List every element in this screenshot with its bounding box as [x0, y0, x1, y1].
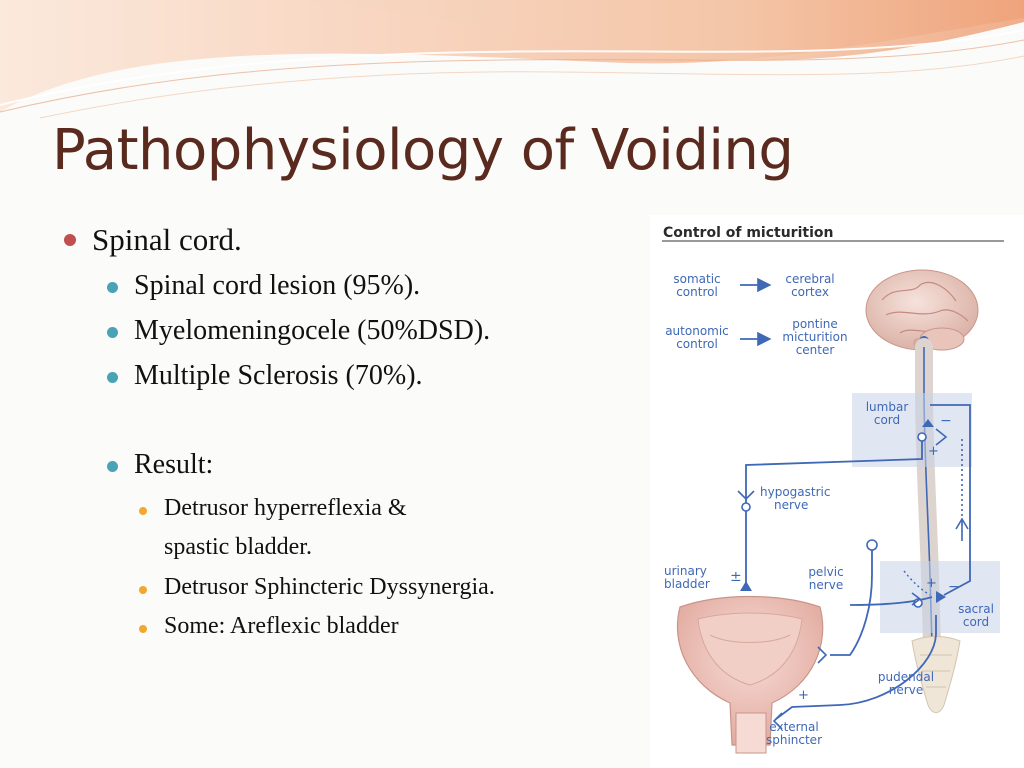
- sacral-minus-sign: −: [948, 579, 960, 595]
- ascending-arrow: [955, 517, 969, 541]
- lumbar-synapse-chevron: [935, 428, 948, 446]
- bullet-dot: [139, 586, 147, 594]
- bullet-spinal-cord: Spinal cord.: [92, 222, 242, 257]
- bullet-dot: [139, 507, 147, 515]
- bullet-areflexic-bladder: Some: Areflexic bladder: [164, 613, 399, 639]
- label-hypogastric-1: hypogastric: [760, 485, 830, 499]
- bullet-detrusor-hyperreflexia-cont: spastic bladder.: [164, 534, 312, 560]
- hypogastric-chevron: [737, 490, 755, 501]
- ascending-loop-nerve: [930, 404, 971, 596]
- lumbar-synapse-circle: [917, 432, 927, 442]
- label-external-2: sphincter: [766, 733, 822, 747]
- label-pudendal-2: nerve: [889, 683, 923, 697]
- sacral-synapse-icon: [936, 591, 946, 603]
- bullet-dot: [139, 625, 147, 633]
- bullet-dot: [64, 234, 76, 246]
- bullet-dot: [107, 327, 118, 338]
- bullet-dot: [107, 372, 118, 383]
- diagram-header: Control of micturition: [663, 225, 833, 241]
- legend-cerebral-1: cerebral: [785, 272, 834, 286]
- bullet-detrusor-hyperreflexia: Detrusor hyperreflexia &: [164, 495, 407, 521]
- label-lumbar-1: lumbar: [866, 400, 909, 414]
- bullet-list: Spinal cord. Spinal cord lesion (95%). M…: [64, 222, 495, 639]
- label-sacral-1: sacral: [958, 602, 994, 616]
- pelvic-ganglion: [866, 539, 878, 551]
- bullet-dot: [107, 282, 118, 293]
- legend-autonomic-2: control: [676, 337, 718, 351]
- sacral-synapse-chevron: [911, 592, 922, 606]
- pelvic-to-sacral-path: [849, 596, 933, 606]
- label-pudendal-1: pudendal: [878, 670, 934, 684]
- label-external-1: external: [769, 720, 818, 734]
- sphincter-chevron: [772, 712, 783, 730]
- legend-autonomic-1: autonomic: [665, 324, 729, 338]
- bullet-multiple-sclerosis: Multiple Sclerosis (70%).: [134, 360, 423, 391]
- bladder-icon: [676, 595, 824, 754]
- lumbar-plus-sign: +: [928, 444, 939, 459]
- bullet-dot: [107, 461, 118, 472]
- hypogastric-nerve-path: [745, 441, 923, 591]
- lumbar-synapse-icon: [922, 419, 934, 427]
- legend-cerebral-2: cortex: [791, 285, 829, 299]
- sphincter-plus-sign: +: [798, 688, 809, 703]
- hypogastric-ganglion: [741, 502, 751, 512]
- label-pelvic-1: pelvic: [808, 565, 843, 579]
- bladder-innervation-icon: [740, 581, 752, 591]
- micturition-control-diagram: Control of micturition somatic control c…: [650, 215, 1024, 768]
- bullet-myelomeningocele: Myelomeningocele (50%DSD).: [134, 315, 491, 346]
- slide-title: Pathophysiology of Voiding: [52, 118, 794, 183]
- label-sacral-2: cord: [963, 615, 989, 629]
- legend-somatic-2: control: [676, 285, 718, 299]
- bullet-detrusor-sphincteric-dyssynergia: Detrusor Sphincteric Dyssynergia.: [164, 574, 495, 600]
- bladder-plus-minus-sign: ±: [730, 569, 742, 585]
- label-hypogastric-2: nerve: [774, 498, 808, 512]
- label-pelvic-2: nerve: [809, 578, 843, 592]
- sacral-plus-sign: +: [926, 576, 937, 591]
- bullet-spinal-cord-lesion: Spinal cord lesion (95%).: [134, 270, 421, 301]
- decorative-wave-banner: [0, 0, 1024, 119]
- pelvic-nerve-path: [830, 545, 873, 656]
- lumbar-minus-sign: −: [940, 413, 952, 429]
- pudendal-nerve-path: [775, 615, 937, 720]
- pelvic-chevron: [817, 646, 828, 664]
- sacrum-icon: [911, 636, 961, 713]
- label-lumbar-2: cord: [874, 413, 900, 427]
- bullet-result: Result:: [134, 449, 214, 480]
- label-urinary-1: urinary: [664, 564, 707, 578]
- legend-pontine-1: pontine: [792, 317, 838, 331]
- legend-pontine-3: center: [796, 343, 835, 357]
- legend-pontine-2: micturition: [782, 330, 847, 344]
- legend-somatic-1: somatic: [673, 272, 720, 286]
- label-urinary-2: bladder: [664, 577, 710, 591]
